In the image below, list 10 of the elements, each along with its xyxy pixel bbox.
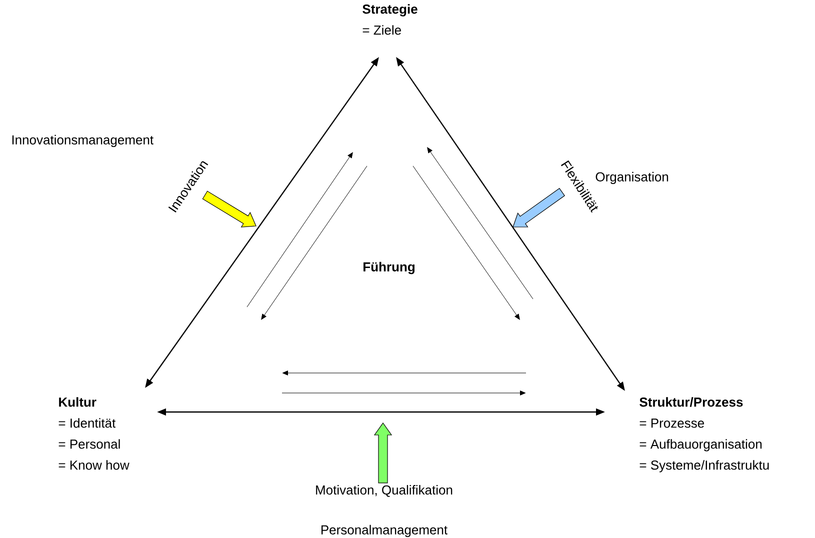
block-arrow — [202, 190, 256, 228]
annotation-text: Personalmanagement — [321, 524, 448, 538]
center-label: Führung — [364, 262, 414, 274]
annotation-text: Innovationsmanagement — [12, 134, 154, 148]
block-arrow — [374, 422, 392, 484]
corner-label: Kultur = Identität = Personal = Know how — [58, 397, 130, 470]
corner-label: Strategie = Ziele — [362, 4, 418, 35]
caption-text: Motivation, Qualifikation — [316, 485, 452, 497]
annotation-text: Organisation — [596, 172, 668, 184]
corner-label: Struktur/Prozess = Prozesse = Aufbauorganisation = Systeme/Infrastruktu — [640, 397, 769, 472]
